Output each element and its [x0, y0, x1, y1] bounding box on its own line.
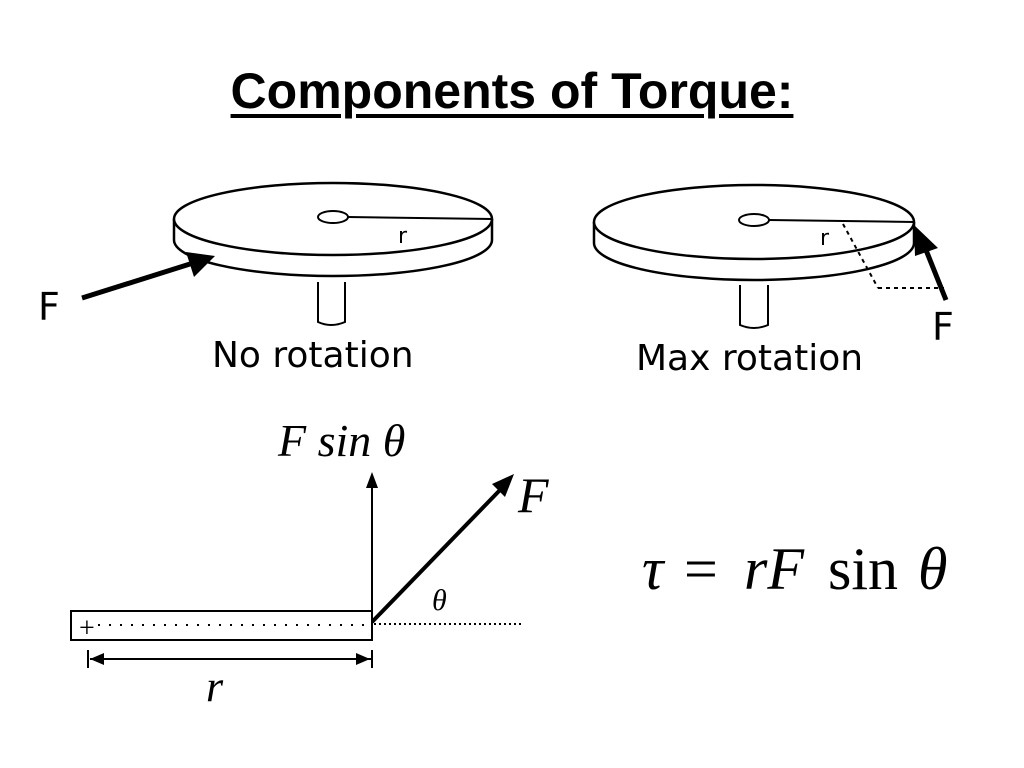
force-vector-arrow — [370, 488, 502, 624]
vector-diagram: F sin θ F θ + r — [70, 415, 549, 711]
equation-tau: τ — [642, 536, 666, 602]
radius-dim-arrow-left — [90, 653, 104, 665]
slide-title: Components of Torque: — [230, 63, 794, 119]
left-axle — [317, 282, 346, 326]
right-radius-label: r — [820, 226, 830, 251]
equation-equals: = — [684, 536, 718, 602]
right-force-arrow — [923, 249, 949, 301]
left-force-arrowhead — [186, 252, 215, 277]
right-force-arrowhead — [914, 225, 938, 256]
equation-theta: θ — [918, 536, 947, 602]
right-disk-caption: Max rotation — [636, 338, 863, 379]
left-force-arrow — [81, 261, 191, 301]
left-disk-hub — [317, 210, 349, 224]
torque-equation: τ = rF sin θ — [642, 536, 947, 602]
force-vector-label: F — [517, 467, 549, 523]
equation-rF: rF — [744, 536, 805, 602]
left-force-label: F — [38, 285, 60, 329]
left-radius-line — [347, 216, 493, 220]
right-force-label: F — [932, 305, 954, 349]
right-disk-hub — [738, 213, 770, 227]
pivot-symbol: + — [79, 613, 95, 644]
perp-component-label: F sin θ — [277, 415, 405, 466]
perp-component-arrowhead — [366, 472, 378, 488]
left-disk-figure: r F No rotation — [38, 181, 494, 376]
angle-label: θ — [432, 584, 447, 617]
force-vector-arrowhead — [492, 474, 514, 497]
lever-bar — [70, 610, 373, 641]
left-radius-label: r — [398, 224, 408, 249]
right-axle — [739, 285, 769, 329]
radius-dim-arrow-right — [356, 653, 370, 665]
equation-sin: sin — [828, 536, 898, 602]
right-disk-figure: r F Max rotation — [592, 183, 954, 379]
right-radius-line — [768, 219, 915, 223]
left-disk-caption: No rotation — [212, 335, 414, 376]
radius-dimension-label: r — [206, 662, 224, 711]
